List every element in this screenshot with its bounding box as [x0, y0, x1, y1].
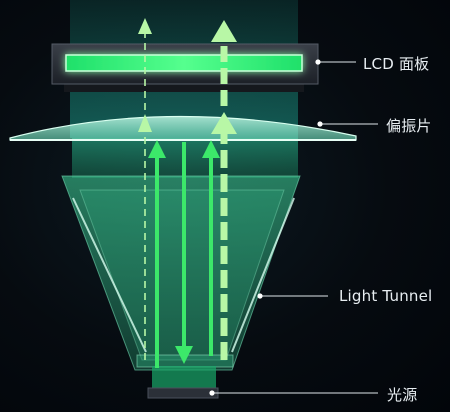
light-source-label: 光源 [387, 386, 418, 404]
lcd-panel-leader-dot [315, 59, 321, 65]
upward-thin-dashed-arrow-tunnel-head [138, 114, 152, 132]
upward-solid-arrow-left-head [148, 140, 166, 158]
light-tunnel-right-edge-highlight [231, 197, 295, 353]
light-source-emitter [152, 366, 216, 390]
upward-solid-arrow-right-head [202, 140, 220, 158]
light-tunnel-left-edge-highlight [72, 197, 147, 353]
upward-dashed-arrow-tunnel-head [211, 112, 237, 134]
lcd-panel-label: LCD 面板 [363, 55, 430, 73]
polarizer-lens [9, 115, 357, 141]
light-source-base [147, 387, 219, 399]
light-source-leader-dot [209, 390, 215, 396]
lcd-panel-shadow [64, 82, 304, 92]
upward-thin-dashed-arrow-top-head [138, 18, 152, 34]
light-tunnel-label: Light Tunnel [339, 287, 433, 305]
upward-dashed-arrow-top-head [211, 20, 237, 42]
downward-solid-arrow-center-head [175, 346, 193, 364]
light-tunnel-leader-dot [257, 293, 263, 299]
lcd-panel-green-band [65, 54, 303, 72]
polarizer-leader-dot [317, 121, 323, 127]
polarizer-label: 偏振片 [386, 117, 432, 135]
